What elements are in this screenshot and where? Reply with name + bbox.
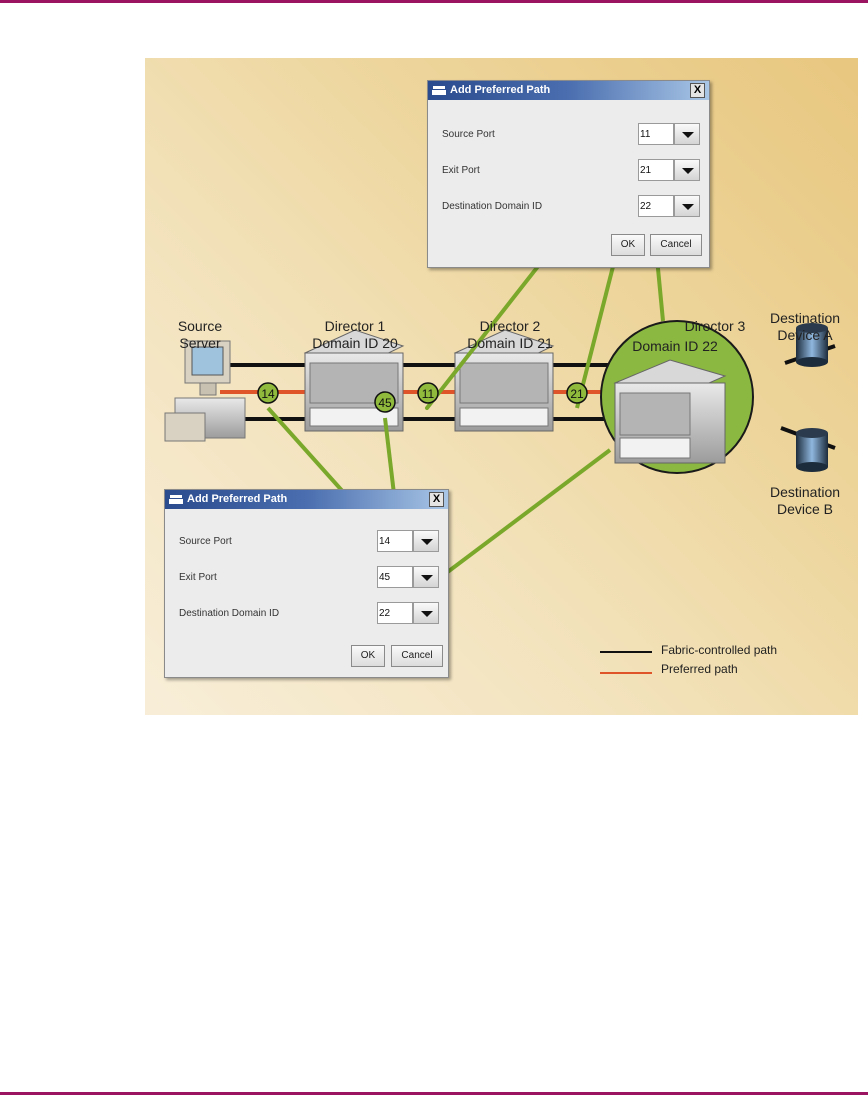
chevron-down-icon[interactable] bbox=[413, 602, 439, 624]
dialog-bottom-ok-button[interactable]: OK bbox=[351, 645, 385, 667]
device-b-label: Destination Device B bbox=[755, 484, 855, 518]
dialog-bottom-close-button[interactable]: X bbox=[429, 492, 444, 507]
device-b-storage-icon bbox=[796, 428, 828, 472]
device-b-label-line2: Device B bbox=[776, 501, 834, 517]
dialog-top-domain-id-label: Destination Domain ID bbox=[442, 201, 543, 212]
port-badge-45 bbox=[374, 391, 396, 413]
dialog-top-title: Add Preferred Path bbox=[450, 84, 551, 96]
dialog-top-titlebar: Add Preferred Path X bbox=[428, 81, 709, 100]
dialog-bottom-exit-port-value[interactable]: 45 bbox=[377, 566, 413, 588]
dialog-top-exit-port-value[interactable]: 21 bbox=[638, 159, 674, 181]
port-badges: 14 45 11 21 bbox=[257, 382, 588, 413]
source-server-label-line1: Source bbox=[177, 318, 223, 334]
dialog-bottom-exit-port-label: Exit Port bbox=[179, 572, 217, 583]
device-a-label-line2: Device A bbox=[777, 327, 833, 343]
switch-icon bbox=[169, 495, 183, 504]
device-a-storage-icon bbox=[796, 323, 828, 367]
dialog-top-source-port-value[interactable]: 11 bbox=[638, 123, 674, 145]
add-preferred-path-dialog-bottom: Add Preferred Path X Source Port 14 Exit… bbox=[164, 489, 449, 678]
director1-label-line2: Domain ID 20 bbox=[312, 335, 398, 351]
footer-rule bbox=[0, 1092, 868, 1095]
chevron-down-icon[interactable] bbox=[674, 123, 700, 145]
dialog-top-cancel-button[interactable]: Cancel bbox=[650, 234, 702, 256]
legend-swatch-preferred bbox=[600, 672, 652, 674]
legend-label-preferred: Preferred path bbox=[661, 662, 738, 676]
dialog-bottom-source-port-value[interactable]: 14 bbox=[377, 530, 413, 552]
director3-label: Director 3 bbox=[684, 318, 746, 334]
preferred-path-figure: 14 45 11 21 Source Server Director 1 Dom… bbox=[145, 58, 858, 715]
legend-swatch-fabric bbox=[600, 651, 652, 653]
port-label-21: 21 bbox=[570, 387, 584, 401]
dialog-top-source-port-label: Source Port bbox=[442, 129, 495, 140]
dialog-top-exit-port-label: Exit Port bbox=[442, 165, 480, 176]
port-label-11: 11 bbox=[422, 387, 435, 401]
device-a-label-line1: Destination bbox=[769, 310, 841, 326]
dialog-top-domain-id-value[interactable]: 22 bbox=[638, 195, 674, 217]
dialog-top-domain-id-combo[interactable]: 22 bbox=[638, 195, 700, 217]
director3-switch-icon bbox=[613, 359, 727, 464]
add-preferred-path-dialog-top: Add Preferred Path X Source Port 11 Exit… bbox=[427, 80, 710, 268]
device-b-label-line1: Destination bbox=[769, 484, 841, 500]
chevron-down-icon[interactable] bbox=[674, 195, 700, 217]
dialog-bottom-source-port-label: Source Port bbox=[179, 536, 232, 547]
dialog-top-source-port-combo[interactable]: 11 bbox=[638, 123, 700, 145]
dialog-bottom-domain-id-label: Destination Domain ID bbox=[179, 608, 280, 619]
director2-label-line1: Director 2 bbox=[479, 318, 541, 334]
dialog-bottom-title: Add Preferred Path bbox=[187, 493, 288, 505]
dialog-bottom-exit-port-combo[interactable]: 45 bbox=[377, 566, 439, 588]
dialog-bottom-domain-id-value[interactable]: 22 bbox=[377, 602, 413, 624]
dialog-bottom-source-port-combo[interactable]: 14 bbox=[377, 530, 439, 552]
director2-label-line2: Domain ID 21 bbox=[467, 335, 553, 351]
port-badge-14 bbox=[257, 382, 279, 404]
director3-domain-label: Domain ID 22 bbox=[632, 338, 718, 354]
port-label-45: 45 bbox=[378, 396, 392, 410]
port-label-14: 14 bbox=[261, 387, 275, 401]
legend-label-fabric: Fabric-controlled path bbox=[661, 643, 778, 657]
dialog-bottom-titlebar: Add Preferred Path X bbox=[165, 490, 448, 509]
diagram-canvas: 14 45 11 21 bbox=[164, 58, 836, 715]
header-rule bbox=[0, 0, 868, 3]
source-server-icon bbox=[164, 340, 246, 442]
source-server-label: Source Server bbox=[165, 318, 235, 352]
port-badge-11 bbox=[417, 382, 439, 404]
director2-label: Director 2 Domain ID 21 bbox=[445, 318, 575, 352]
chevron-down-icon[interactable] bbox=[674, 159, 700, 181]
dialog-top-ok-button[interactable]: OK bbox=[611, 234, 645, 256]
dialog-bottom-cancel-button[interactable]: Cancel bbox=[391, 645, 443, 667]
chevron-down-icon[interactable] bbox=[413, 566, 439, 588]
device-a-label: Destination Device A bbox=[755, 310, 855, 344]
source-server-label-line2: Server bbox=[179, 335, 221, 351]
director1-label: Director 1 Domain ID 20 bbox=[290, 318, 420, 352]
director2-switch-icon bbox=[453, 329, 555, 432]
dialog-top-close-button[interactable]: X bbox=[690, 83, 705, 98]
switch-icon bbox=[432, 86, 446, 95]
director1-label-line1: Director 1 bbox=[324, 318, 386, 334]
chevron-down-icon[interactable] bbox=[413, 530, 439, 552]
dialog-bottom-domain-id-combo[interactable]: 22 bbox=[377, 602, 439, 624]
port-badge-21 bbox=[566, 382, 588, 404]
dialog-top-exit-port-combo[interactable]: 21 bbox=[638, 159, 700, 181]
